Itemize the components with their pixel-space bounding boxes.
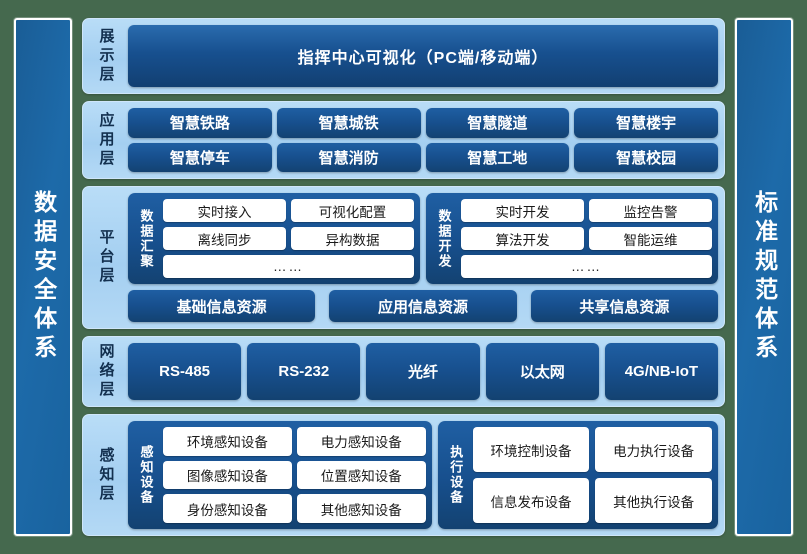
app-item-smart-site[interactable]: 智慧工地 (425, 142, 570, 172)
module-data-aggregation: 数据汇聚 实时接入 可视化配置 离线同步 异构数据 …… (128, 193, 420, 284)
network-item-ethernet[interactable]: 以太网 (485, 343, 599, 400)
chip-info-release-device[interactable]: 信息发布设备 (472, 478, 590, 523)
chip-realtime-development[interactable]: 实时开发 (461, 199, 584, 222)
chip-identity-sensing-device[interactable]: 身份感知设备 (163, 494, 292, 523)
layer-sensing: 感知层 感知设备 环境感知设备 电力感知设备 图像感知设备 位置感知设备 身份感… (82, 414, 725, 536)
module-actuator-devices-grid: 环境控制设备 电力执行设备 信息发布设备 其他执行设备 (472, 427, 712, 523)
module-sensing-devices-label: 感知设备 (138, 445, 154, 505)
chip-other-sensing-device[interactable]: 其他感知设备 (296, 494, 426, 523)
module-data-development-label: 数据开发 (436, 208, 452, 269)
layer-sensing-label: 感知层 (97, 446, 115, 504)
chip-realtime-access[interactable]: 实时接入 (163, 199, 286, 222)
layer-platform: 平台层 数据汇聚 实时接入 可视化配置 离线同步 异构数据 (82, 186, 725, 329)
layer-network: 网络层 RS-485 RS-232 光纤 以太网 4G/NB-IoT (82, 336, 725, 407)
chip-monitoring-alarm[interactable]: 监控告警 (589, 199, 712, 222)
module-sensing-devices-label-box: 感知设备 (134, 427, 158, 523)
app-item-smart-campus[interactable]: 智慧校园 (574, 142, 718, 172)
layer-platform-label: 平台层 (97, 229, 115, 286)
module-data-aggregation-label: 数据汇聚 (138, 208, 154, 269)
app-item-smart-parking[interactable]: 智慧停车 (128, 142, 272, 172)
module-data-development-grid: 实时开发 监控告警 算法开发 智能运维 …… (461, 199, 712, 278)
module-actuator-devices: 执行设备 环境控制设备 电力执行设备 信息发布设备 其他执行设备 (437, 421, 718, 529)
layer-network-label: 网络层 (97, 343, 115, 400)
module-data-aggregation-label-box: 数据汇聚 (134, 199, 158, 278)
layer-display: 展示层 指挥中心可视化（PC端/移动端） (82, 18, 725, 94)
network-grid: RS-485 RS-232 光纤 以太网 4G/NB-IoT (128, 343, 718, 400)
layer-display-label: 展示层 (97, 27, 115, 85)
chip-env-sensing-device[interactable]: 环境感知设备 (163, 427, 292, 456)
app-item-smart-fire[interactable]: 智慧消防 (276, 142, 421, 172)
platform-resource-row: 基础信息资源 应用信息资源 共享信息资源 (128, 290, 718, 322)
application-grid: 智慧铁路 智慧城铁 智慧隧道 智慧楼宇 智慧停车 智慧消防 智慧工地 智慧校园 (128, 108, 718, 172)
chip-power-actuator-device[interactable]: 电力执行设备 (595, 427, 712, 472)
chip-visual-config[interactable]: 可视化配置 (291, 199, 414, 222)
layer-sensing-body: 感知设备 环境感知设备 电力感知设备 图像感知设备 位置感知设备 身份感知设备 … (128, 421, 718, 529)
chip-offline-sync[interactable]: 离线同步 (163, 227, 286, 250)
layer-application: 应用层 智慧铁路 智慧城铁 智慧隧道 智慧楼宇 智慧停车 智慧消防 智慧工地 智… (82, 101, 725, 179)
layer-application-label-box: 应用层 (89, 108, 123, 172)
chip-location-sensing-device[interactable]: 位置感知设备 (296, 460, 426, 490)
chip-power-sensing-device[interactable]: 电力感知设备 (296, 427, 426, 456)
module-data-development-label-box: 数据开发 (432, 199, 456, 278)
layer-sensing-label-box: 感知层 (89, 421, 123, 529)
network-item-rs232[interactable]: RS-232 (247, 343, 361, 400)
chip-other-actuator-device[interactable]: 其他执行设备 (595, 478, 712, 523)
layer-display-body: 指挥中心可视化（PC端/移动端） (128, 25, 718, 87)
network-item-fiber[interactable]: 光纤 (366, 343, 480, 400)
left-pillar-data-security: 数据安全体系 (14, 18, 72, 536)
module-sensing-devices: 感知设备 环境感知设备 电力感知设备 图像感知设备 位置感知设备 身份感知设备 … (128, 421, 432, 529)
chip-algorithm-development[interactable]: 算法开发 (461, 227, 584, 250)
module-data-development: 数据开发 实时开发 监控告警 算法开发 智能运维 …… (426, 193, 718, 284)
module-actuator-devices-label: 执行设备 (448, 445, 464, 505)
right-pillar-standards: 标准规范体系 (735, 18, 793, 536)
app-item-smart-metro[interactable]: 智慧城铁 (276, 108, 421, 138)
network-item-rs485[interactable]: RS-485 (128, 343, 242, 400)
resource-basic-info[interactable]: 基础信息资源 (128, 290, 316, 322)
layer-network-label-box: 网络层 (89, 343, 123, 400)
network-item-4g-nbiot[interactable]: 4G/NB-IoT (604, 343, 718, 400)
resource-app-info[interactable]: 应用信息资源 (329, 290, 517, 322)
module-actuator-devices-label-box: 执行设备 (444, 427, 468, 523)
platform-modules: 数据汇聚 实时接入 可视化配置 离线同步 异构数据 …… 数 (128, 193, 718, 284)
app-item-smart-railway[interactable]: 智慧铁路 (128, 108, 272, 138)
chip-intelligent-ops[interactable]: 智能运维 (589, 227, 712, 250)
layer-application-body: 智慧铁路 智慧城铁 智慧隧道 智慧楼宇 智慧停车 智慧消防 智慧工地 智慧校园 (128, 108, 718, 172)
layer-platform-body: 数据汇聚 实时接入 可视化配置 离线同步 异构数据 …… 数 (128, 193, 718, 322)
layer-network-body: RS-485 RS-232 光纤 以太网 4G/NB-IoT (128, 343, 718, 400)
command-center-banner[interactable]: 指挥中心可视化（PC端/移动端） (128, 25, 718, 87)
app-item-smart-building[interactable]: 智慧楼宇 (574, 108, 718, 138)
layer-application-label: 应用层 (97, 111, 115, 169)
layer-display-label-box: 展示层 (89, 25, 123, 87)
chip-development-more[interactable]: …… (461, 255, 712, 278)
module-data-aggregation-grid: 实时接入 可视化配置 离线同步 异构数据 …… (163, 199, 414, 278)
module-sensing-devices-grid: 环境感知设备 电力感知设备 图像感知设备 位置感知设备 身份感知设备 其他感知设… (163, 427, 426, 523)
layer-platform-label-box: 平台层 (89, 193, 123, 322)
resource-shared-info[interactable]: 共享信息资源 (530, 290, 718, 322)
right-pillar-label: 标准规范体系 (751, 190, 778, 364)
left-pillar-label: 数据安全体系 (30, 190, 57, 364)
chip-heterogeneous-data[interactable]: 异构数据 (291, 227, 414, 250)
chip-aggregation-more[interactable]: …… (163, 255, 414, 278)
chip-image-sensing-device[interactable]: 图像感知设备 (163, 460, 292, 490)
app-item-smart-tunnel[interactable]: 智慧隧道 (425, 108, 570, 138)
layer-stack: 展示层 指挥中心可视化（PC端/移动端） 应用层 智慧铁路 智慧城铁 智慧隧道 … (82, 18, 725, 536)
chip-env-control-device[interactable]: 环境控制设备 (472, 427, 590, 472)
